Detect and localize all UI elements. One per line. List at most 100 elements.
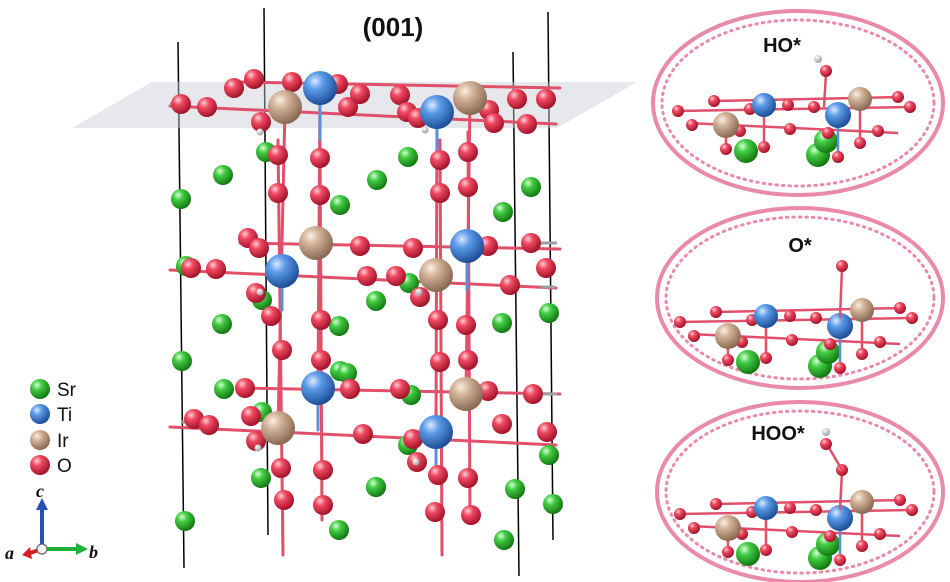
legend: Sr Ti Ir O	[30, 379, 77, 477]
oxygen-atom	[456, 315, 476, 335]
oxygen-atom	[906, 504, 918, 516]
inset-hoo: HOO*	[655, 400, 945, 582]
oxygen-atom	[458, 468, 478, 488]
oxygen-atom	[872, 125, 884, 137]
strontium-atom	[539, 445, 559, 465]
oxygen-atom	[458, 350, 478, 370]
legend-label-ir: Ir	[57, 431, 69, 452]
strontium-atom	[251, 468, 271, 488]
legend-label-o: O	[57, 456, 72, 477]
oxygen-atom	[906, 312, 918, 324]
titanium-atom	[303, 71, 337, 105]
oxygen-atom	[244, 69, 264, 89]
oxygen-atom	[246, 283, 266, 303]
bond	[826, 445, 844, 471]
oxygen-atom	[784, 502, 796, 514]
axes-indicator: c b a	[5, 481, 98, 563]
oxygen-atom	[484, 113, 504, 133]
inset-label: HO*	[763, 35, 801, 57]
titanium-atom	[752, 93, 776, 117]
hydrogen-atom	[256, 288, 264, 296]
legend-label-sr: Sr	[57, 380, 77, 401]
oxygen-atom	[760, 352, 772, 364]
oxygen-atom	[720, 143, 732, 155]
oxygen-atom	[461, 505, 481, 525]
oxygen-atom	[184, 409, 204, 429]
bond	[679, 316, 913, 324]
strontium-atom	[212, 314, 232, 334]
strontium-atom	[494, 530, 514, 550]
oxygen-atom	[710, 306, 722, 318]
a-axis-arrow-icon	[22, 547, 32, 559]
hydrogen-atom	[814, 55, 822, 63]
strontium-atom	[329, 520, 349, 540]
oxygen-atom	[820, 65, 832, 77]
strontium-atom	[171, 189, 191, 209]
oxygen-atom	[271, 458, 291, 478]
oxygen-atom	[492, 414, 512, 434]
oxygen-atom	[410, 287, 430, 307]
iridium-atom	[715, 323, 741, 349]
oxygen-atom	[820, 438, 832, 450]
bond	[822, 72, 828, 108]
oxygen-atom	[206, 259, 226, 279]
frame-line	[177, 41, 185, 569]
oxygen-atom	[874, 336, 886, 348]
oxygen-atom	[834, 362, 846, 374]
hydrogen-atom	[822, 428, 830, 436]
titanium-atom	[754, 304, 778, 328]
oxygen-atom	[894, 494, 906, 506]
axis-label-a: a	[5, 543, 14, 563]
axis-label-c: c	[36, 481, 44, 501]
iridium-atom	[850, 298, 874, 322]
oxygen-atom	[688, 522, 700, 534]
legend-swatch-ir	[30, 430, 50, 450]
legend-swatch-o	[30, 455, 50, 475]
oxygen-atom	[824, 530, 836, 542]
oxygen-atom	[430, 150, 450, 170]
oxygen-atom	[171, 94, 191, 114]
oxygen-atom	[478, 381, 498, 401]
oxygen-atom	[390, 85, 410, 105]
inset-o: O*	[655, 206, 945, 390]
titanium-atom	[301, 371, 335, 405]
oxygen-atom	[784, 310, 796, 322]
iridium-atom	[419, 258, 453, 292]
bond	[438, 138, 444, 557]
iridium-atom	[261, 411, 295, 445]
oxygen-atom	[892, 91, 904, 103]
oxygen-atom	[521, 233, 541, 253]
titanium-atom	[754, 496, 778, 520]
oxygen-atom	[310, 148, 330, 168]
oxygen-atom	[313, 460, 333, 480]
oxygen-atom	[313, 495, 333, 515]
oxygen-atom	[428, 465, 448, 485]
oxygen-atom	[386, 266, 406, 286]
strontium-atom	[492, 313, 512, 333]
legend-label-ti: Ti	[57, 405, 72, 426]
oxygen-atom	[708, 95, 720, 107]
legend-swatch-sr	[30, 379, 50, 399]
hydrogen-atom	[415, 288, 423, 296]
titanium-atom	[420, 95, 454, 129]
strontium-atom	[543, 494, 563, 514]
strontium-atom	[329, 316, 349, 336]
oxygen-atom	[856, 348, 868, 360]
b-axis-arrow-icon	[76, 543, 88, 555]
oxygen-atom	[199, 415, 219, 435]
oxygen-atom	[425, 502, 445, 522]
oxygen-atom	[282, 72, 302, 92]
strontium-atom	[521, 177, 541, 197]
oxygen-atom	[428, 310, 448, 330]
oxygen-atom	[197, 97, 217, 117]
oxygen-atom	[688, 330, 700, 342]
oxygen-atom	[686, 119, 698, 131]
strontium-atom	[493, 202, 513, 222]
oxygen-atom	[674, 316, 686, 328]
oxygen-atom	[786, 334, 798, 346]
oxygen-atom	[710, 498, 722, 510]
hydrogen-atom	[254, 444, 262, 452]
oxygen-atom	[824, 338, 836, 350]
oxygen-atom	[272, 340, 292, 360]
iridium-atom	[850, 490, 874, 514]
